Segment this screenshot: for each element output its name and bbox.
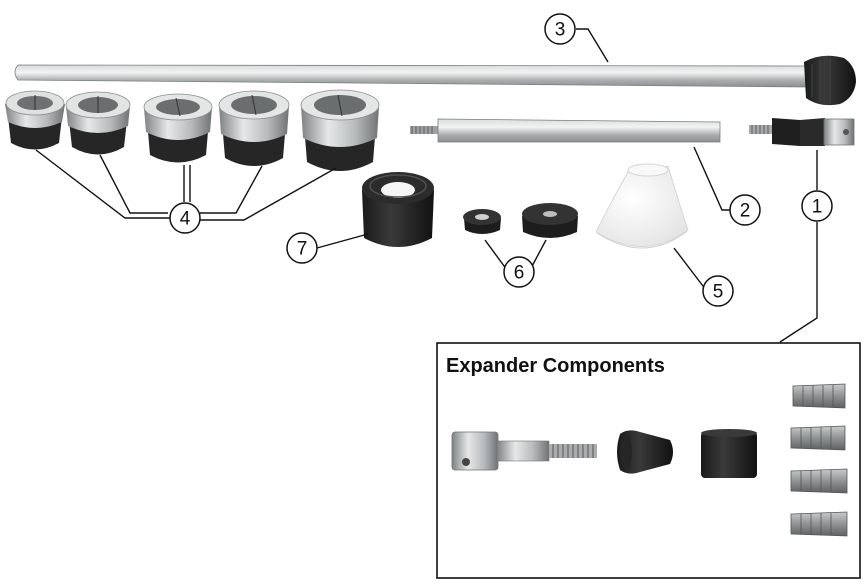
- mesh-sleeve-2: [791, 426, 845, 450]
- svg-text:5: 5: [713, 282, 724, 303]
- washer-large: [522, 203, 578, 238]
- bushing-3: [144, 94, 212, 163]
- expander-components-inset: Expander Components: [437, 343, 860, 578]
- bushing-set: [5, 90, 379, 171]
- svg-text:2: 2: [740, 201, 751, 222]
- bushing-1: [5, 91, 65, 150]
- leader-3: [576, 29, 608, 62]
- svg-text:6: 6: [514, 263, 525, 284]
- threaded-rod: [410, 119, 720, 142]
- svg-text:4: 4: [180, 209, 191, 230]
- callout-2: 2: [730, 195, 760, 225]
- callout-3: 3: [545, 14, 575, 44]
- mesh-sleeve-4: [791, 512, 847, 536]
- inset-title: Expander Components: [446, 355, 665, 377]
- cone: [596, 164, 688, 248]
- leader-7: [317, 234, 368, 248]
- mesh-sleeve-3: [791, 469, 847, 493]
- callout-5: 5: [703, 276, 733, 306]
- long-rod: [15, 56, 856, 105]
- leader-1: [780, 150, 817, 342]
- mesh-sleeve-1: [793, 384, 845, 408]
- svg-text:3: 3: [555, 20, 566, 41]
- callout-4: 4: [170, 203, 200, 233]
- callout-6: 6: [504, 257, 534, 287]
- expander-assembly: [749, 118, 854, 146]
- bushing-4: [219, 91, 289, 166]
- bushing-5: [301, 90, 379, 171]
- washer-small: [463, 209, 501, 234]
- rubber-sleeve: [701, 429, 757, 478]
- leader-2: [694, 147, 731, 210]
- callout-7: 7: [287, 233, 317, 263]
- svg-text:7: 7: [297, 239, 308, 260]
- leader-5: [674, 248, 706, 290]
- callout-1: 1: [802, 191, 832, 221]
- bushing-2: [66, 92, 130, 155]
- svg-text:1: 1: [812, 197, 823, 218]
- rubber-ring: [362, 172, 434, 247]
